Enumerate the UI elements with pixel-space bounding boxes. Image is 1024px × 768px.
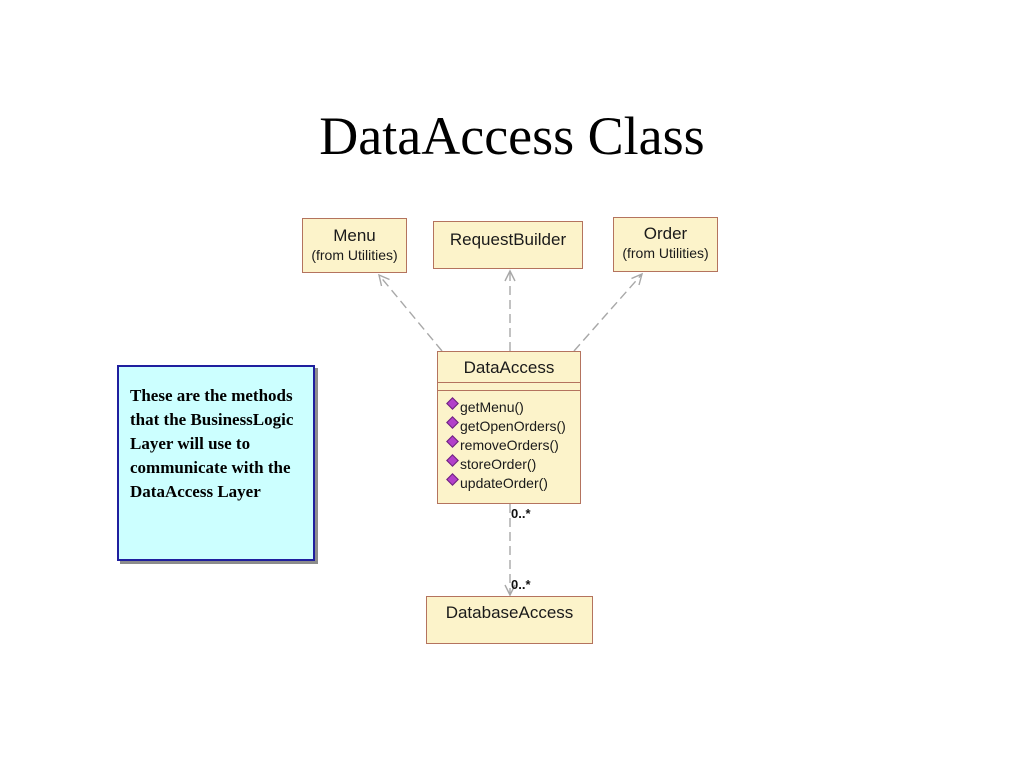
class-order-name: Order [643, 224, 688, 243]
operation-label: storeOrder() [460, 456, 537, 472]
dependency-dataaccess-menu [378, 274, 443, 352]
dependency-arrowhead-order [631, 272, 644, 286]
multiplicity-target: 0..* [511, 577, 531, 592]
operation-icon [446, 416, 459, 429]
operation-updateorder[interactable]: updateOrder() [446, 473, 580, 493]
slide-title: DataAccess Class [319, 106, 705, 166]
operation-icon [446, 397, 459, 410]
explanation-note-text: These are the methods that the BusinessL… [130, 386, 294, 501]
class-dataaccess-operations-divider [438, 390, 580, 391]
class-menu-stereotype: (from Utilities) [311, 247, 398, 263]
operation-label: updateOrder() [460, 475, 548, 491]
operation-label: getOpenOrders() [460, 418, 566, 434]
operation-getmenu[interactable]: getMenu() [446, 397, 580, 417]
class-dataaccess-operations: getMenu() getOpenOrders() removeOrders()… [438, 391, 580, 493]
class-databaseaccess-name: DatabaseAccess [445, 603, 574, 622]
dependency-arrowhead-menu [378, 273, 390, 287]
class-dataaccess-name: DataAccess [463, 358, 555, 377]
class-requestbuilder[interactable]: RequestBuilder [433, 221, 583, 269]
operation-label: removeOrders() [460, 437, 559, 453]
operation-storeorder[interactable]: storeOrder() [446, 454, 580, 474]
class-dataaccess-attributes-divider [438, 382, 580, 383]
association-arrowhead-databaseaccess [504, 584, 516, 597]
class-menu[interactable]: Menu (from Utilities) [302, 218, 407, 273]
class-dataaccess[interactable]: DataAccess getMenu() getOpenOrders() rem… [437, 351, 581, 504]
operation-getopenorders[interactable]: getOpenOrders() [446, 416, 580, 436]
explanation-note: These are the methods that the BusinessL… [117, 365, 315, 561]
dependency-arrowhead-requestbuilder [504, 269, 516, 282]
multiplicity-source: 0..* [511, 506, 531, 521]
operation-label: getMenu() [460, 399, 524, 415]
class-menu-name: Menu [333, 226, 376, 245]
class-order[interactable]: Order (from Utilities) [613, 217, 718, 272]
operation-icon [446, 435, 459, 448]
operation-removeorders[interactable]: removeOrders() [446, 435, 580, 455]
class-databaseaccess[interactable]: DatabaseAccess [426, 596, 593, 644]
operation-icon [446, 454, 459, 467]
operation-icon [446, 473, 459, 486]
class-order-stereotype: (from Utilities) [622, 245, 709, 261]
class-requestbuilder-name: RequestBuilder [449, 230, 567, 249]
dependency-dataaccess-order [573, 273, 643, 352]
